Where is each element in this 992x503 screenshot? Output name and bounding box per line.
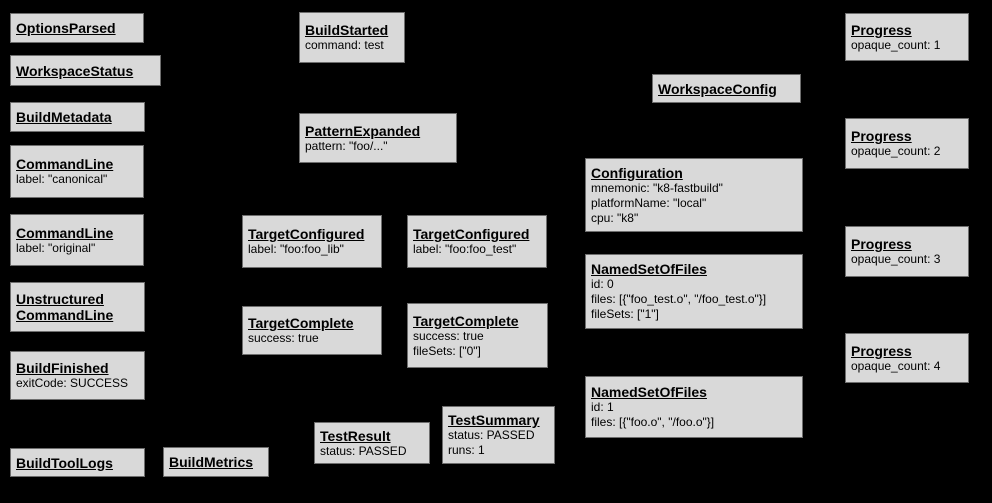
event-node-title: CommandLine: [16, 224, 114, 241]
event-node-workspace-config: WorkspaceConfig: [652, 74, 801, 103]
event-node-field: files: [{"foo_test.o", "/foo_test.o"}]: [591, 292, 767, 306]
event-node-field: label: "foo:foo_lib": [248, 242, 344, 256]
event-node-build-metadata: BuildMetadata: [10, 102, 145, 132]
event-node-build-tool-logs: BuildToolLogs: [10, 448, 145, 477]
event-node-field: label: "original": [16, 240, 96, 255]
event-node-title: NamedSetOfFiles: [591, 261, 707, 277]
event-node-field: opaque_count: 2: [851, 144, 941, 158]
event-node-field: opaque_count: 4: [851, 358, 941, 373]
event-node-title: Progress: [851, 342, 912, 359]
event-node-field: files: [{"foo.o", "/foo.o"}]: [591, 415, 715, 429]
event-node-field: fileSets: ["1"]: [591, 307, 659, 321]
event-node-title: TargetComplete: [413, 312, 519, 329]
event-node-title: Progress: [851, 236, 912, 252]
event-node-title: Unstructured: [16, 291, 104, 307]
event-node-title: WorkspaceStatus: [16, 62, 134, 79]
event-node-title: PatternExpanded: [305, 122, 421, 139]
event-node-field: runs: 1: [448, 443, 485, 457]
event-node-title: NamedSetOfFiles: [591, 384, 707, 400]
event-node-field: command: test: [305, 38, 384, 52]
event-node-title: BuildMetrics: [169, 454, 254, 470]
event-node-field: fileSets: ["0"]: [413, 343, 481, 358]
event-node-title: Progress: [851, 21, 912, 38]
event-node-field: pattern: "foo/...": [305, 138, 388, 153]
event-node-title: BuildMetadata: [16, 109, 112, 125]
event-node-title: TargetComplete: [248, 315, 354, 331]
event-node-field: platformName: "local": [591, 195, 707, 210]
event-node-field: cpu: "k8": [591, 210, 639, 225]
event-node-title: TargetConfigured: [248, 226, 365, 242]
event-node-field: id: 1: [591, 400, 614, 414]
event-node-title: BuildStarted: [305, 22, 389, 38]
event-node-build-metrics: BuildMetrics: [163, 447, 269, 477]
event-node-field: exitCode: SUCCESS: [16, 376, 129, 390]
event-node-title: BuildFinished: [16, 360, 109, 376]
event-node-field: opaque_count: 1: [851, 37, 941, 52]
event-node-title: Progress: [851, 128, 912, 144]
event-node-field: label: "canonical": [16, 172, 108, 186]
event-node-title: TestResult: [320, 427, 391, 444]
event-node-title: CommandLine: [16, 307, 114, 323]
event-node-title: BuildToolLogs: [16, 454, 113, 471]
event-node-title: OptionsParsed: [16, 20, 116, 36]
event-node-field: opaque_count: 3: [851, 252, 941, 266]
event-node-field: status: PASSED: [320, 443, 407, 458]
event-node-title: TestSummary: [448, 412, 540, 428]
event-node-title: CommandLine: [16, 156, 114, 172]
event-node-field: success: true: [248, 331, 319, 345]
event-node-field: mnemonic: "k8-fastbuild": [591, 180, 723, 195]
event-node-title: Configuration: [591, 164, 683, 181]
event-node-options-parsed: OptionsParsed: [10, 13, 144, 43]
event-node-title: TargetConfigured: [413, 226, 530, 242]
event-node-field: status: PASSED: [448, 428, 535, 442]
event-node-field: id: 0: [591, 277, 614, 291]
event-node-title: WorkspaceConfig: [658, 80, 777, 97]
event-node-field: label: "foo:foo_test": [413, 242, 517, 256]
event-node-workspace-status: WorkspaceStatus: [10, 55, 161, 86]
event-node-field: success: true: [413, 328, 484, 343]
